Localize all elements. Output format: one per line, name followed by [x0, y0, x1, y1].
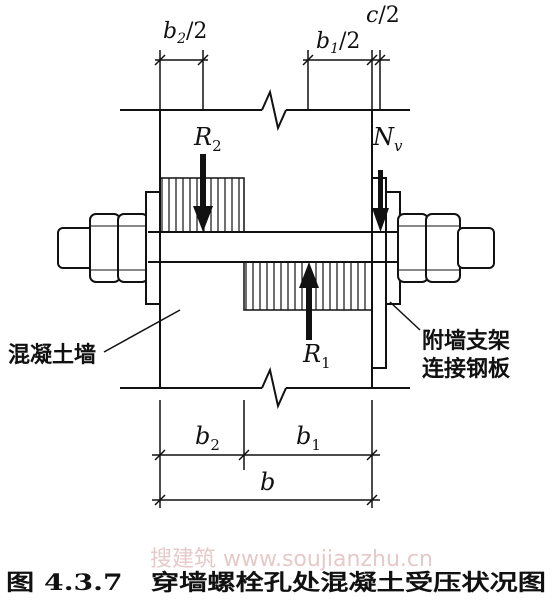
leader-lines: [103, 301, 421, 353]
label-b1: b1: [296, 422, 321, 454]
label-r1: R1: [302, 340, 331, 372]
watermark: 搜建筑 www.soujianzhu.cn: [150, 547, 433, 572]
label-bracket-line2: 连接钢板: [422, 356, 511, 382]
wall-top-break: [261, 88, 287, 132]
bracket-leader: [389, 301, 421, 331]
left-nut-2: [117, 213, 149, 283]
label-b1-half: b1/2: [316, 29, 360, 57]
arrow-r1: [299, 262, 319, 340]
arrow-r2: [193, 154, 213, 232]
label-b: b: [260, 468, 275, 496]
label-b2-half: b2/2: [163, 19, 207, 47]
top-dimensions: [154, 50, 390, 110]
wall-bottom-break: [261, 366, 287, 410]
left-washer: [145, 191, 161, 305]
label-concrete-wall: 混凝土墙: [8, 342, 96, 368]
label-b2: b2: [195, 422, 220, 454]
force-arrows: [193, 154, 389, 340]
left-bolt-tip: [57, 227, 95, 269]
left-bolt-end: [57, 191, 161, 305]
right-bolt-tip: [457, 227, 495, 269]
concrete-wall: [120, 88, 410, 410]
arrow-nv: [372, 170, 389, 232]
label-c-half: c/2: [366, 3, 400, 28]
right-bolt-end: [385, 191, 495, 305]
wall-leader: [103, 309, 181, 353]
left-nut: [89, 213, 121, 283]
label-bracket-line1: 附墙支架: [422, 328, 510, 354]
label-nv: Nv: [372, 123, 403, 155]
right-nut-2: [425, 213, 461, 283]
label-r2: R2: [193, 123, 222, 155]
figure-caption: 图 4.3.7 穿墙螺栓孔处混凝土受压状况图: [6, 570, 546, 596]
bottom-dimensions: [152, 400, 380, 508]
right-nut: [397, 213, 429, 283]
bolt-shank: [148, 231, 398, 263]
